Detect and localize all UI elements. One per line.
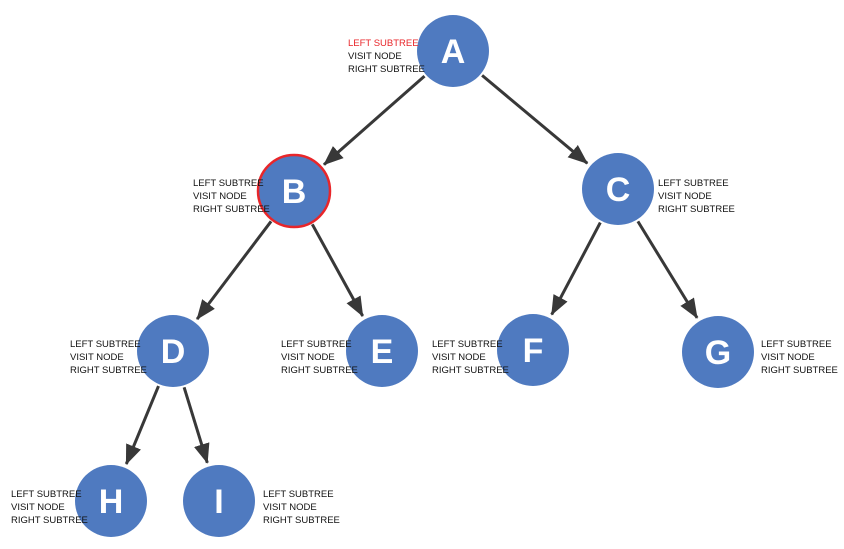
node-letter-a: A [441,33,466,71]
traversal-step-d-2: RIGHT SUBTREE [70,365,147,376]
traversal-step-b-2: RIGHT SUBTREE [193,204,270,215]
node-circle-d [137,315,209,387]
edge-c-g [636,220,699,319]
node-d: D [137,315,209,387]
traversal-step-a-0: LEFT SUBTREE [348,38,419,49]
traversal-step-f-0: LEFT SUBTREE [432,339,503,350]
traversal-step-b-0: LEFT SUBTREE [193,178,264,189]
node-circle-i [183,465,255,537]
node-f: F [497,314,569,386]
node-b: B [256,153,332,229]
node-letter-b: B [282,173,307,211]
node-letter-e: E [371,333,394,371]
traversal-step-a-1: VISIT NODE [348,51,402,62]
traversal-label-f: LEFT SUBTREE VISIT NODE RIGHT SUBTREE [432,339,509,376]
node-circle-h [75,465,147,537]
traversal-step-e-2: RIGHT SUBTREE [281,365,358,376]
node-letter-c: C [606,171,631,209]
edge-b-e [310,223,365,317]
edge-d-i [182,386,210,464]
traversal-step-b-1: VISIT NODE [193,191,247,202]
node-circle-f [497,314,569,386]
edge-a-c [481,74,589,165]
traversal-step-f-2: RIGHT SUBTREE [432,365,509,376]
node-letter-d: D [161,333,186,371]
node-a: A [417,15,489,87]
traversal-step-h-1: VISIT NODE [11,502,65,513]
traversal-step-d-1: VISIT NODE [70,352,124,363]
edge-d-h [124,385,160,465]
traversal-label-h: LEFT SUBTREE VISIT NODE RIGHT SUBTREE [11,489,88,526]
node-letter-f: F [523,332,544,370]
nodes-layer: A B C D E F G H I [75,15,754,537]
traversal-step-h-2: RIGHT SUBTREE [11,515,88,526]
traversal-step-e-0: LEFT SUBTREE [281,339,352,350]
traversal-label-c: LEFT SUBTREE VISIT NODE RIGHT SUBTREE [658,178,735,215]
node-i: I [183,465,255,537]
traversal-step-i-2: RIGHT SUBTREE [263,515,340,526]
node-h: H [75,465,147,537]
traversal-step-a-2: RIGHT SUBTREE [348,64,425,75]
traversal-label-g: LEFT SUBTREE VISIT NODE RIGHT SUBTREE [761,339,838,376]
traversal-step-i-0: LEFT SUBTREE [263,489,334,500]
node-circle-g [682,316,754,388]
traversal-step-c-2: RIGHT SUBTREE [658,204,735,215]
node-circle-b [256,153,332,229]
traversal-step-i-1: VISIT NODE [263,502,317,513]
traversal-step-g-0: LEFT SUBTREE [761,339,832,350]
traversal-label-e: LEFT SUBTREE VISIT NODE RIGHT SUBTREE [281,339,358,376]
edges-layer [124,74,699,465]
node-circle-a [417,15,489,87]
traversal-step-e-1: VISIT NODE [281,352,335,363]
edge-b-d [195,220,273,321]
traversal-step-d-0: LEFT SUBTREE [70,339,141,350]
node-c: C [582,153,654,225]
node-letter-h: H [99,483,124,521]
node-letter-i: I [214,483,223,521]
node-g: G [682,316,754,388]
traversal-step-f-1: VISIT NODE [432,352,486,363]
traversal-label-i: LEFT SUBTREE VISIT NODE RIGHT SUBTREE [263,489,340,526]
edge-c-f [550,221,602,316]
traversal-label-d: LEFT SUBTREE VISIT NODE RIGHT SUBTREE [70,339,147,376]
node-circle-c [582,153,654,225]
traversal-step-g-2: RIGHT SUBTREE [761,365,838,376]
traversal-step-c-1: VISIT NODE [658,191,712,202]
node-e: E [346,315,418,387]
node-letter-g: G [705,334,731,372]
traversal-step-c-0: LEFT SUBTREE [658,178,729,189]
node-circle-e [346,315,418,387]
traversal-step-h-0: LEFT SUBTREE [11,489,82,500]
traversal-label-b: LEFT SUBTREE VISIT NODE RIGHT SUBTREE [193,178,270,215]
traversal-label-a: LEFT SUBTREE VISIT NODE RIGHT SUBTREE [348,38,425,75]
traversal-step-g-1: VISIT NODE [761,352,815,363]
edge-a-b [323,74,426,166]
